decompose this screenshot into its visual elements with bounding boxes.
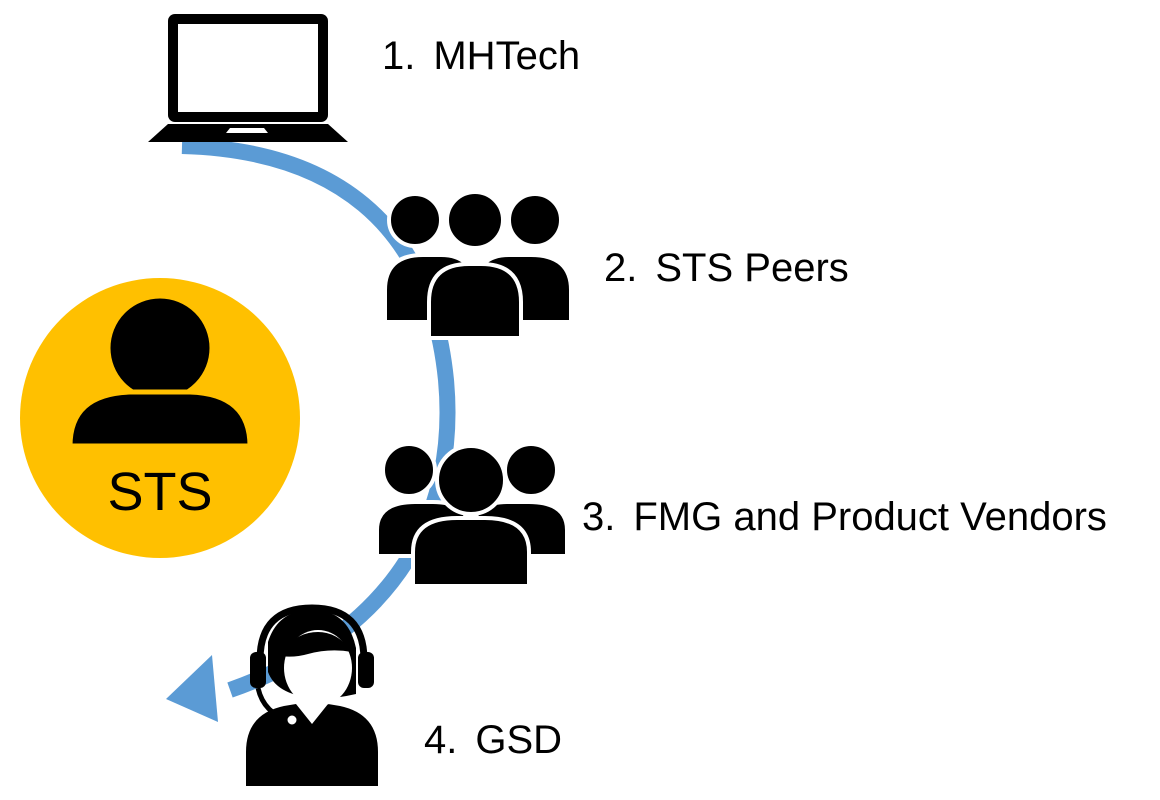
group-icon: [383, 190, 573, 340]
sts-label: STS: [107, 462, 212, 522]
step-number: 1.: [382, 34, 416, 78]
step-number: 2.: [604, 246, 638, 290]
step-number: 3.: [582, 495, 616, 539]
escalation-arrow: [181, 138, 456, 698]
step-label: FMG and Product Vendors: [633, 495, 1107, 539]
laptop-icon: [148, 14, 348, 142]
group-icon: [375, 442, 569, 588]
step-label: MHTech: [433, 34, 581, 78]
step-mhtech: 1. MHTech: [382, 36, 580, 76]
step-sts-peers: 2. STS Peers: [604, 248, 849, 288]
arrow-head: [166, 655, 218, 722]
step-label: GSD: [475, 718, 563, 762]
sts-role-badge: STS: [20, 278, 300, 558]
step-label: STS Peers: [655, 246, 849, 290]
step-number: 4.: [424, 718, 458, 762]
step-fmg-vendors: 3. FMG and Product Vendors: [582, 497, 1107, 537]
step-gsd: 4. GSD: [424, 720, 562, 760]
user-icon: [67, 293, 253, 449]
headset-agent-icon: [246, 604, 378, 786]
